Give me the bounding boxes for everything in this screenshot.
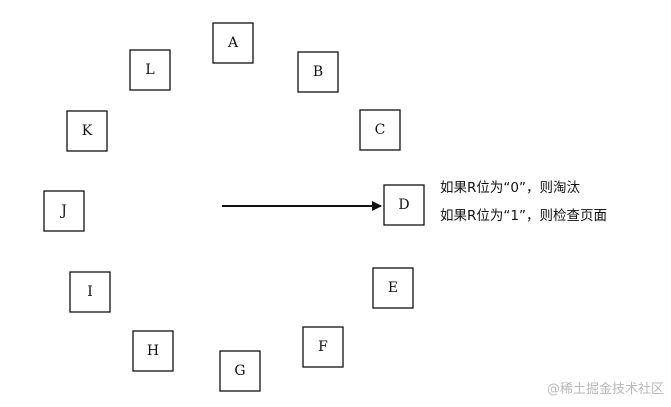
page-frame-label: D: [398, 197, 409, 213]
page-frame-label: I: [87, 284, 93, 300]
page-frame-box: [129, 49, 171, 91]
page-frame-label: B: [313, 64, 323, 80]
page-frame-box: [297, 51, 339, 93]
page-frame-box: [66, 110, 108, 152]
page-frame-label: F: [318, 339, 328, 355]
page-frame-e: E: [372, 267, 414, 309]
page-frame-l: L: [129, 49, 171, 91]
page-frame-k: K: [66, 110, 108, 152]
page-frame-box: [302, 326, 344, 368]
page-frame-i: I: [69, 271, 111, 313]
page-frame-box: [219, 350, 261, 392]
page-frame-g: G: [219, 350, 261, 392]
page-frame-box: [383, 184, 425, 226]
page-frame-b: B: [297, 51, 339, 93]
page-frame-label: C: [375, 122, 386, 138]
page-frame-box: [359, 109, 401, 151]
page-frame-label: H: [147, 343, 159, 359]
page-frame-label: G: [234, 363, 245, 379]
page-frame-box: [43, 190, 85, 232]
page-frame-d: D: [383, 184, 425, 226]
page-frame-box: [212, 22, 254, 64]
page-frame-a: A: [212, 22, 254, 64]
page-frame-label: A: [227, 35, 239, 51]
page-frame-label: L: [145, 62, 154, 78]
watermark-text: @稀土掘金技术社区: [547, 381, 664, 397]
note-r-bit-one: 如果R位为“1”，则检查页面: [440, 208, 607, 224]
page-ring: A B C D E F G H I J K L: [43, 22, 425, 392]
page-frame-f: F: [302, 326, 344, 368]
page-frame-box: [132, 330, 174, 372]
page-frame-label: K: [82, 123, 93, 139]
page-frame-box: [372, 267, 414, 309]
page-frame-c: C: [359, 109, 401, 151]
note-r-bit-zero: 如果R位为“0”，则淘汰: [440, 180, 580, 196]
page-frame-h: H: [132, 330, 174, 372]
page-frame-label: E: [388, 280, 398, 296]
page-frame-j: J: [43, 190, 85, 232]
page-frame-box: [69, 271, 111, 313]
page-frame-label: J: [59, 203, 67, 219]
